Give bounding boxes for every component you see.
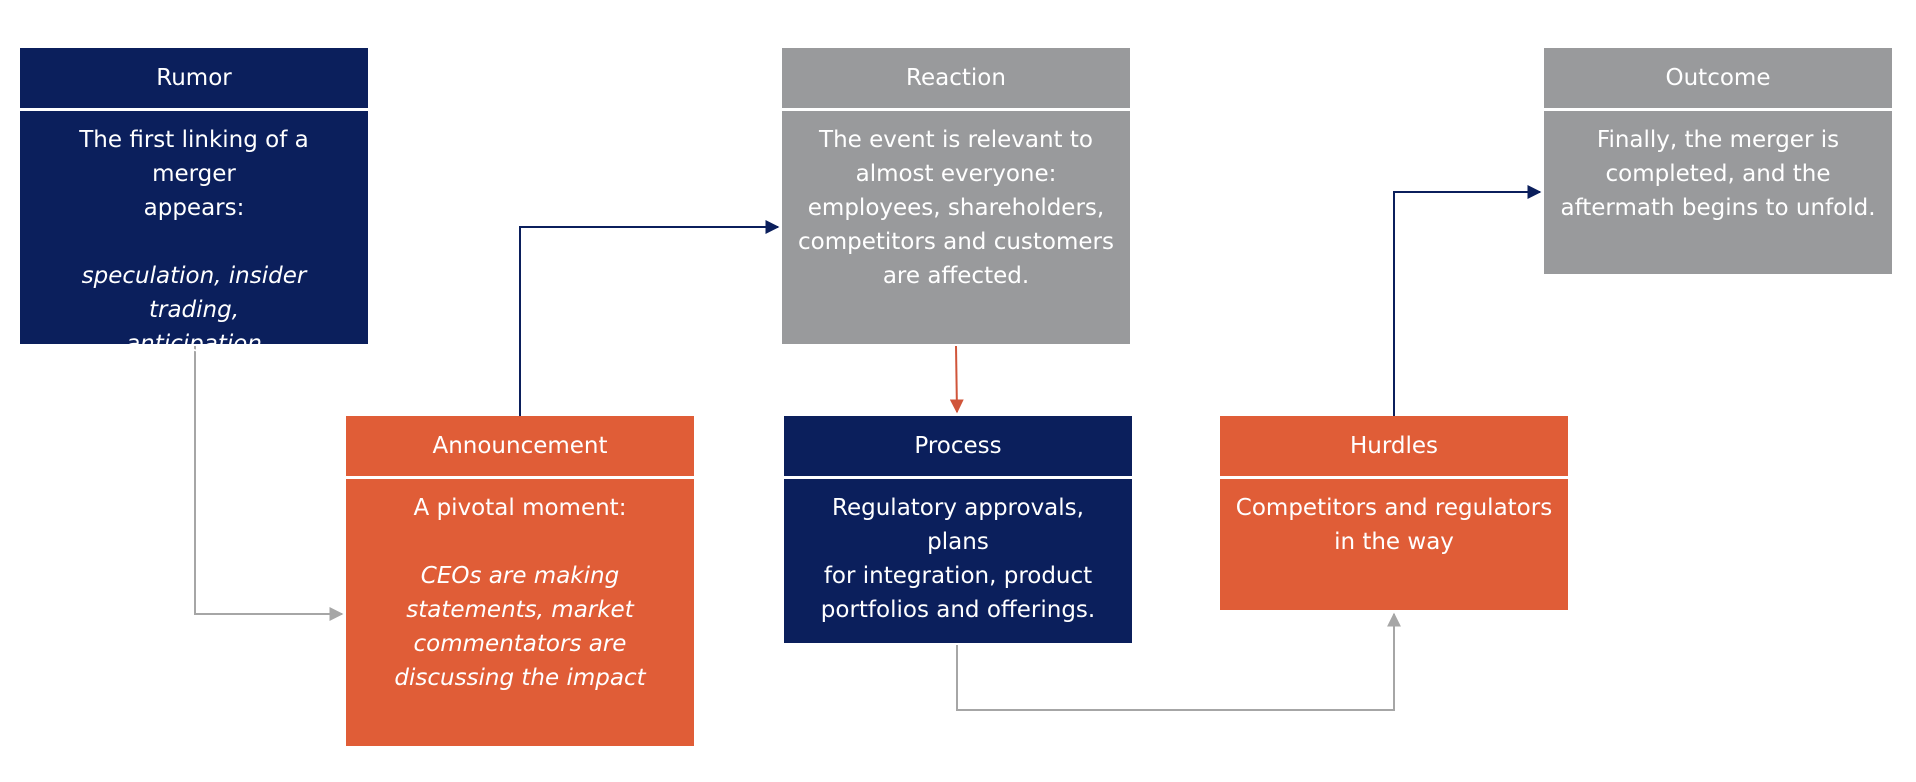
outcome-description: Finally, the merger is completed, and th… xyxy=(1544,111,1892,225)
announcement-text-line: A pivotal moment: xyxy=(413,495,627,521)
process-box: Process Regulatory approvals, plans for … xyxy=(784,416,1132,643)
rumor-italic-line: speculation, insider trading, xyxy=(81,263,307,323)
reaction-box: Reaction The event is relevant to almost… xyxy=(782,48,1130,344)
announcement-italic-line: discussing the impact xyxy=(394,665,646,691)
outcome-text-line: completed, and the xyxy=(1605,161,1831,187)
outcome-title: Outcome xyxy=(1544,48,1892,111)
rumor-box: Rumor The first linking of a merger appe… xyxy=(20,48,368,357)
reaction-title: Reaction xyxy=(782,48,1130,111)
process-text-line: portfolios and offerings. xyxy=(820,597,1096,623)
connector-rumor-to-announcement xyxy=(194,346,344,621)
process-description: Regulatory approvals, plans for integrat… xyxy=(784,479,1132,627)
outcome-text-line: Finally, the merger is xyxy=(1596,127,1840,153)
reaction-text-line: employees, shareholders, xyxy=(807,195,1105,221)
connector-announcement-to-reaction xyxy=(519,220,780,416)
rumor-italic-line: anticipation xyxy=(126,331,262,357)
hurdles-text-line: Competitors and regulators xyxy=(1235,495,1553,521)
outcome-box: Outcome Finally, the merger is completed… xyxy=(1544,48,1892,274)
announcement-italic-line: commentators are xyxy=(413,631,627,657)
reaction-text-line: almost everyone: xyxy=(855,161,1057,187)
process-title: Process xyxy=(784,416,1132,479)
reaction-text-line: competitors and customers xyxy=(798,229,1114,255)
announcement-italic-line: statements, market xyxy=(406,597,634,623)
announcement-title: Announcement xyxy=(346,416,694,479)
hurdles-description: Competitors and regulators in the way xyxy=(1220,479,1568,559)
process-text-line: for integration, product xyxy=(823,563,1093,589)
announcement-box: Announcement A pivotal moment: CEOs are … xyxy=(346,416,694,746)
rumor-text-line: The first linking of a merger xyxy=(79,127,309,187)
connector-process-to-hurdles xyxy=(956,612,1401,711)
reaction-description: The event is relevant to almost everyone… xyxy=(782,111,1130,293)
hurdles-text-line: in the way xyxy=(1334,529,1454,555)
rumor-description: The first linking of a merger appears: s… xyxy=(20,111,368,361)
process-text-line: Regulatory approvals, plans xyxy=(832,495,1084,555)
announcement-description: A pivotal moment: CEOs are making statem… xyxy=(346,479,694,695)
connector-reaction-to-process xyxy=(949,345,964,414)
connector-hurdles-to-outcome xyxy=(1393,185,1542,416)
reaction-text-line: are affected. xyxy=(882,263,1030,289)
announcement-italic-line: CEOs are making xyxy=(420,563,620,589)
hurdles-title: Hurdles xyxy=(1220,416,1568,479)
rumor-title: Rumor xyxy=(20,48,368,111)
reaction-text-line: The event is relevant to xyxy=(819,127,1093,153)
rumor-text-line: appears: xyxy=(143,195,245,221)
hurdles-box: Hurdles Competitors and regulators in th… xyxy=(1220,416,1568,610)
outcome-text-line: aftermath begins to unfold. xyxy=(1560,195,1876,221)
